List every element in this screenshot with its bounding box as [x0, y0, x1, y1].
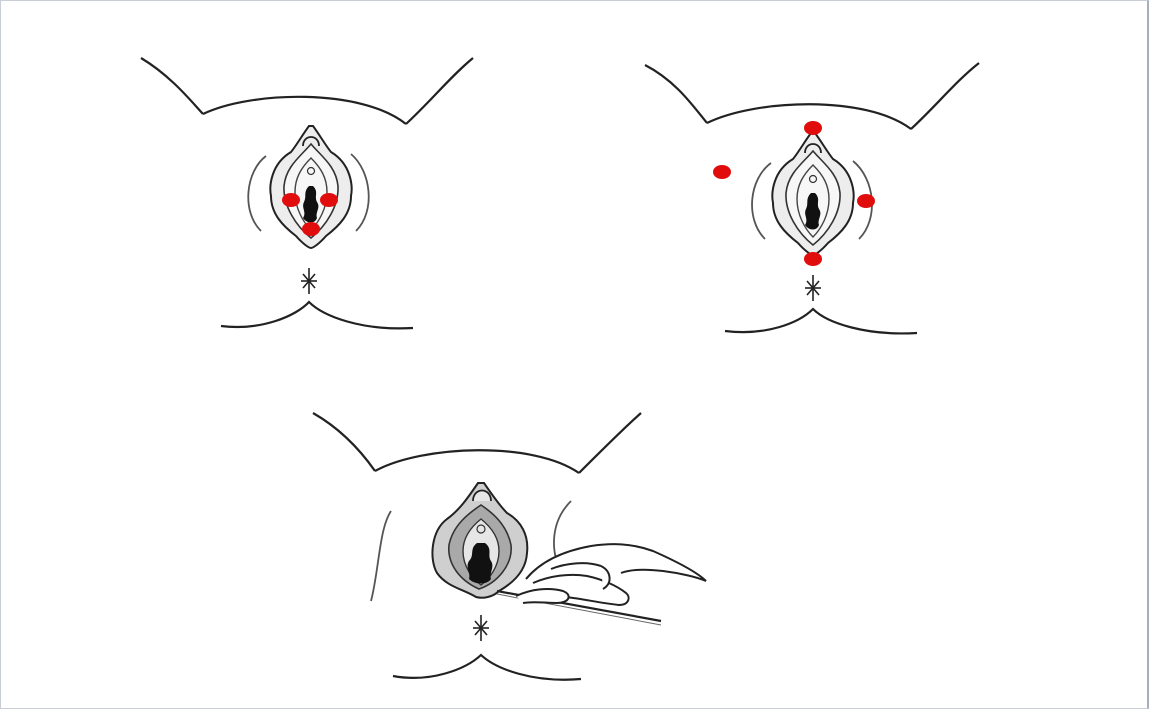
outer-curve-left [371, 511, 391, 601]
injection-point-marker [320, 193, 338, 207]
anus-mark [473, 615, 489, 641]
outer-curve-left [248, 156, 266, 231]
hip-contour [313, 413, 641, 473]
injection-point-marker [804, 121, 822, 135]
panel-a-svg [131, 46, 491, 346]
anus-mark [301, 268, 317, 294]
panel-c-diagram [301, 401, 731, 701]
panel-b-diagram [631, 51, 1001, 351]
panel-b-svg [631, 51, 1001, 351]
injection-point-marker [804, 252, 822, 266]
buttock-contour [393, 655, 581, 680]
outer-curve-left [752, 163, 771, 239]
panel-a-diagram [131, 46, 491, 346]
hip-contour [645, 63, 979, 129]
hip-contour [141, 58, 473, 124]
injection-point-marker [857, 194, 875, 208]
clitoral-hood [473, 491, 491, 502]
anus-mark [805, 275, 821, 301]
buttock-contour [221, 302, 413, 328]
hand-icon [516, 544, 706, 605]
injection-point-marker [282, 193, 300, 207]
buttock-contour [725, 309, 917, 333]
injection-point-marker [713, 165, 731, 179]
injection-point-marker [302, 222, 320, 236]
panel-c-svg [301, 401, 731, 701]
outer-curve-right [351, 154, 369, 231]
